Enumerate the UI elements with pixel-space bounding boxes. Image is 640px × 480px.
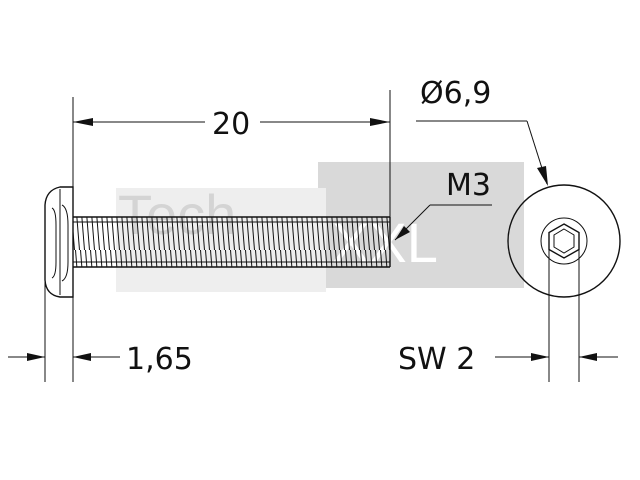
head-dome-outline: [51, 207, 57, 279]
diameter-callout: Ø6,9: [416, 76, 548, 186]
screw-end-view: [507, 184, 621, 298]
head-height-dimension: 1,65: [8, 280, 193, 382]
head-circle: [507, 184, 621, 298]
head-arrow-right: [73, 353, 91, 361]
head-height-label: 1,65: [126, 342, 193, 377]
hex-socket: [548, 223, 580, 259]
wrench-size-dimension: SW 2: [398, 250, 618, 382]
socket-circle: [540, 217, 588, 265]
thread-label: M3: [446, 168, 491, 203]
length-arrow-left: [73, 118, 93, 126]
length-label: 20: [212, 107, 250, 142]
screw-head: [44, 186, 74, 298]
head-arrow-left: [27, 353, 45, 361]
length-dimension: 20: [72, 90, 391, 217]
sw-arrow-left: [531, 353, 549, 361]
thread-shank: [73, 217, 390, 267]
thread-callout: M3: [394, 168, 492, 241]
thread-leader-arrow: [395, 226, 410, 240]
sw-arrow-right: [579, 353, 597, 361]
diameter-label: Ø6,9: [420, 76, 491, 111]
length-arrow-right: [370, 118, 390, 126]
wrench-size-label: SW 2: [398, 342, 475, 377]
diameter-leader-arrow: [537, 166, 548, 186]
head-socket-outline: [61, 204, 69, 282]
hex-socket-inner: [553, 228, 575, 254]
